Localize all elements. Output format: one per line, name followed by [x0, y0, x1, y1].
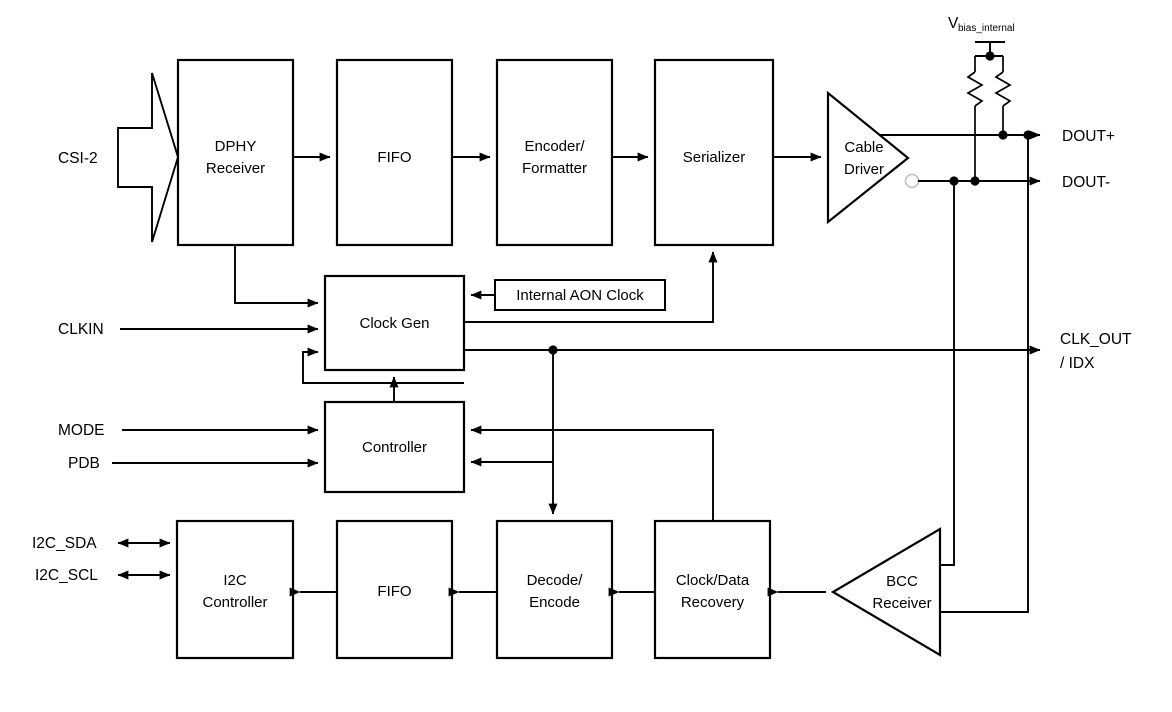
block-controller[interactable] [323, 400, 466, 494]
label-cable-driver-line2: Driver [844, 161, 884, 178]
resistor-left-zigzag [966, 71, 984, 107]
label-decode-encode-line2: Encode [529, 594, 580, 611]
label-mode: MODE [58, 422, 105, 439]
label-clock-data-recovery-line1: Clock/Data [676, 572, 750, 589]
block-serializer[interactable] [653, 58, 775, 247]
label-internal-aon-clock: Internal AON Clock [516, 287, 644, 304]
block-bcc-receiver[interactable] [830, 527, 942, 657]
label-encoder-formatter-line2: Formatter [522, 160, 587, 177]
label-dphy-receiver-line2: Receiver [206, 160, 265, 177]
label-clk-out-line1: CLK_OUT [1060, 331, 1132, 348]
label-clk-out-line2: / IDX [1060, 355, 1095, 372]
label-dout-minus: DOUT- [1062, 174, 1110, 191]
label-serializer: Serializer [683, 149, 746, 166]
label-dout-plus: DOUT+ [1062, 128, 1115, 145]
label-dphy-receiver-line1: DPHY [215, 138, 257, 155]
label-clkin: CLKIN [58, 321, 104, 338]
label-bcc-receiver-line1: BCC [886, 573, 918, 590]
resistor-right-zigzag [994, 71, 1012, 107]
label-vbias-base: V [948, 15, 959, 32]
label-decode-encode-line1: Decode/ [527, 572, 584, 589]
label-i2c-sda: I2C_SDA [32, 535, 97, 552]
block-dphy-receiver[interactable] [176, 58, 295, 247]
label-clock-data-recovery-line2: Recovery [681, 594, 745, 611]
label-pdb: PDB [68, 455, 100, 472]
label-encoder-formatter-line1: Encoder/ [524, 138, 585, 155]
label-vbias-subscript: bias_internal [958, 23, 1015, 34]
junction-dout-minus-resistor [970, 176, 980, 186]
block-clock-data-recovery[interactable] [653, 519, 772, 660]
cable-driver-inverting-bubble [904, 173, 920, 189]
label-i2c-controller-line1: I2C [223, 572, 247, 589]
block-i2c-controller[interactable] [175, 519, 295, 660]
block-fifo-top[interactable] [335, 58, 454, 247]
csi2-arrow-shape [117, 72, 179, 243]
label-clock-gen: Clock Gen [359, 315, 429, 332]
label-cable-driver-line1: Cable [844, 139, 883, 156]
label-i2c-controller-line2: Controller [202, 594, 267, 611]
label-i2c-scl: I2C_SCL [35, 567, 98, 584]
wire-clockgen-to-serializer [464, 251, 718, 323]
block-clock-gen[interactable] [323, 274, 466, 372]
block-fifo-bottom[interactable] [335, 519, 454, 660]
label-fifo-top: FIFO [377, 149, 411, 166]
block-decode-encode[interactable] [495, 519, 614, 660]
block-cable-driver[interactable] [826, 90, 910, 225]
wire-dphy-to-clockgen [234, 245, 319, 308]
wire-dout-minus-to-bcc [940, 181, 955, 566]
wire-cdr-to-controller [470, 425, 714, 521]
label-controller: Controller [362, 439, 427, 456]
label-bcc-receiver-line2: Receiver [872, 595, 931, 612]
wire-controller-to-clockgen [302, 347, 464, 384]
wire-dout-plus-to-bcc [940, 135, 1029, 613]
junction-dout-plus-resistor [998, 130, 1008, 140]
label-csi2: CSI-2 [58, 150, 98, 167]
label-fifo-bottom: FIFO [377, 583, 411, 600]
block-encoder-formatter[interactable] [495, 58, 614, 247]
